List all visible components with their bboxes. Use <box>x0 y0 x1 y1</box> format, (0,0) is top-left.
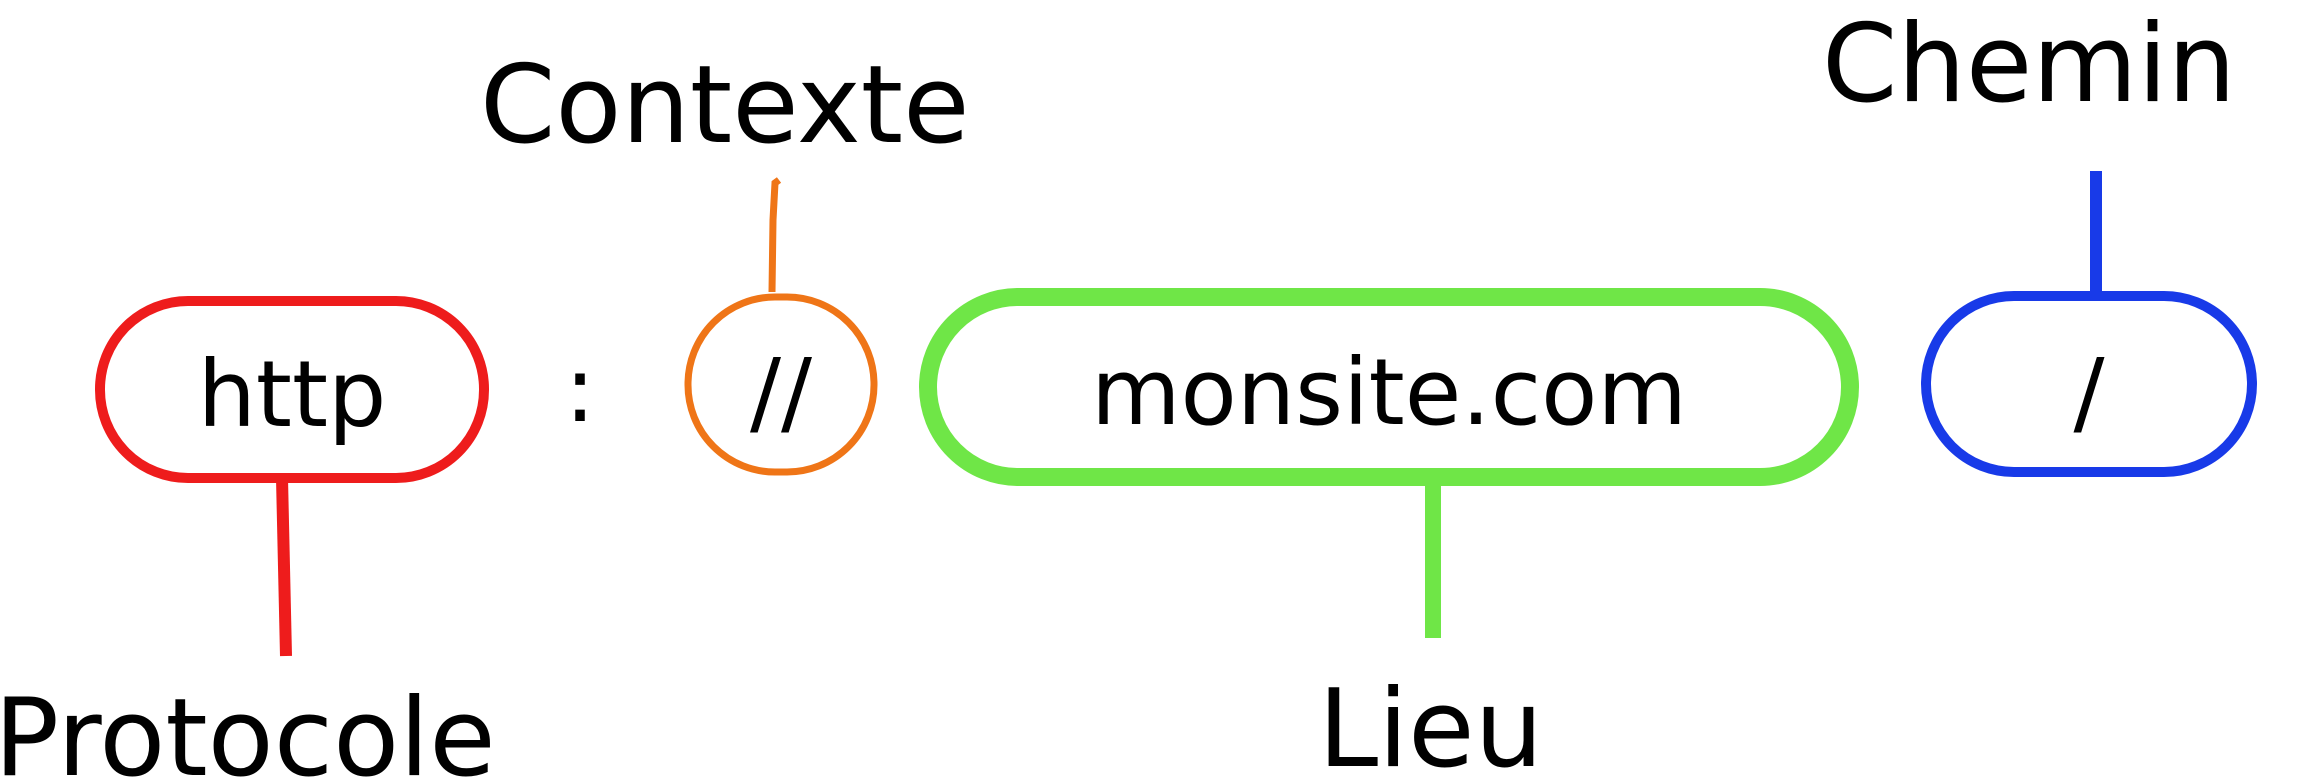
context-connector <box>768 177 782 293</box>
context-part: // Contexte <box>480 43 970 476</box>
context-text: // <box>750 339 812 446</box>
path-part: / Chemin <box>1822 2 2257 477</box>
protocol-text: http <box>198 341 387 448</box>
colon-separator: : <box>565 336 596 443</box>
location-text: monsite.com <box>1091 339 1687 446</box>
path-text: / <box>2074 339 2105 446</box>
location-part: monsite.com Lieu <box>919 288 1859 783</box>
protocol-label: Protocole <box>0 676 496 783</box>
context-label: Contexte <box>480 43 970 168</box>
protocol-capsule <box>95 296 489 483</box>
path-label: Chemin <box>1822 2 2236 127</box>
context-capsule <box>684 293 878 476</box>
protocol-part: http Protocole <box>0 296 496 783</box>
location-capsule <box>919 288 1859 486</box>
path-capsule <box>1921 291 2257 477</box>
protocol-connector <box>276 477 292 657</box>
location-label: Lieu <box>1318 667 1543 783</box>
